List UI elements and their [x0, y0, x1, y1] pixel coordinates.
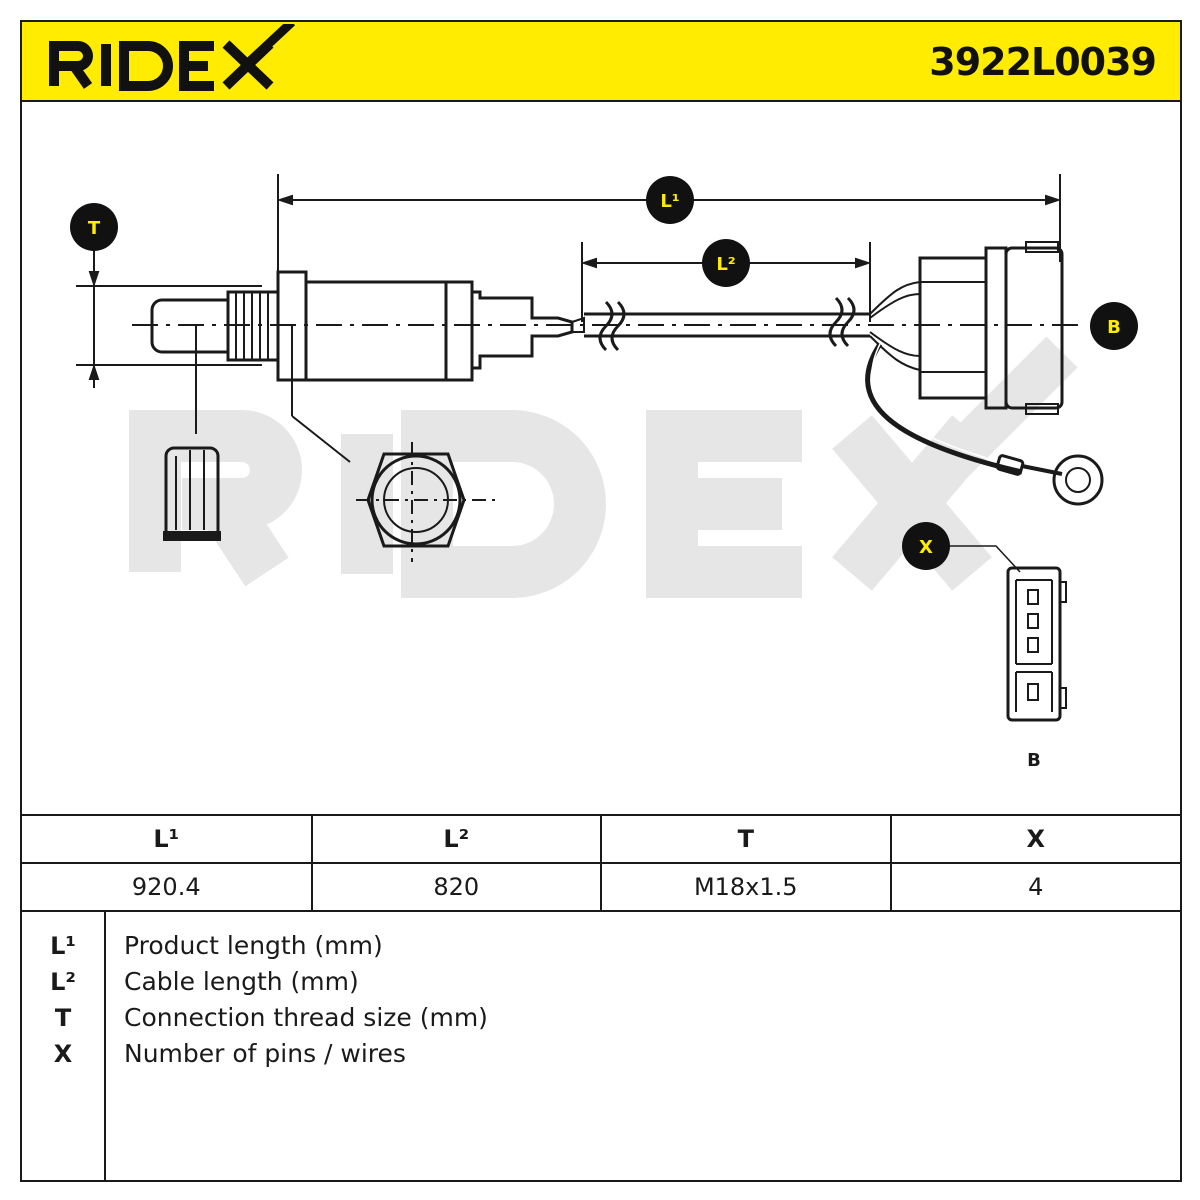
spec-header-l2: L²: [310, 814, 601, 863]
legend-key: T: [54, 1004, 72, 1032]
callout-l1: L¹: [646, 176, 694, 224]
legend-text: Product length (mm): [124, 931, 383, 960]
svg-text:B: B: [1107, 317, 1121, 338]
legend-key: L¹: [50, 932, 76, 960]
connector-label: B: [1027, 750, 1041, 771]
legend-row: L¹ Product length (mm): [22, 928, 1180, 964]
header-bar: 3922L0039: [22, 22, 1180, 102]
legend-row: L² Cable length (mm): [22, 964, 1180, 1000]
ridex-watermark: [129, 336, 1078, 598]
svg-text:L¹: L¹: [660, 191, 679, 212]
callout-l2: L²: [702, 239, 750, 287]
legend-divider: [104, 912, 106, 1182]
part-number: 3922L0039: [929, 40, 1157, 84]
legend-row: T Connection thread size (mm): [22, 1000, 1180, 1036]
legend-key: L²: [50, 968, 76, 996]
callout-t: T: [70, 203, 118, 251]
callout-x: X: [902, 522, 950, 570]
legend-row: X Number of pins / wires: [22, 1036, 1180, 1072]
legend-text: Number of pins / wires: [124, 1039, 406, 1068]
legend-text: Cable length (mm): [124, 967, 359, 996]
svg-text:T: T: [88, 218, 101, 239]
product-sheet: 3922L0039: [20, 20, 1182, 1182]
technical-drawing: L¹ L² T B X B: [70, 174, 1138, 771]
svg-text:X: X: [919, 537, 933, 558]
legend-text: Connection thread size (mm): [124, 1003, 488, 1032]
legend-key: X: [53, 1040, 73, 1068]
spec-table: L¹ L² T X 920.4 820 M18x1.5 4: [22, 814, 1180, 910]
legend: L¹ Product length (mm) L² Cable length (…: [22, 910, 1180, 1182]
spec-value-x: 4: [889, 862, 1180, 910]
spec-header-t: T: [600, 814, 891, 863]
svg-text:L²: L²: [716, 254, 735, 275]
spec-value-row: 920.4 820 M18x1.5 4: [22, 862, 1180, 910]
spec-value-l1: 920.4: [22, 862, 312, 910]
spec-header-row: L¹ L² T X: [22, 814, 1180, 863]
spec-header-l1: L¹: [22, 814, 312, 863]
callout-b: B: [1090, 302, 1138, 350]
spec-value-t: M18x1.5: [600, 862, 891, 910]
spec-value-l2: 820: [310, 862, 601, 910]
ridex-logo: [49, 24, 296, 91]
spec-header-x: X: [889, 814, 1180, 863]
